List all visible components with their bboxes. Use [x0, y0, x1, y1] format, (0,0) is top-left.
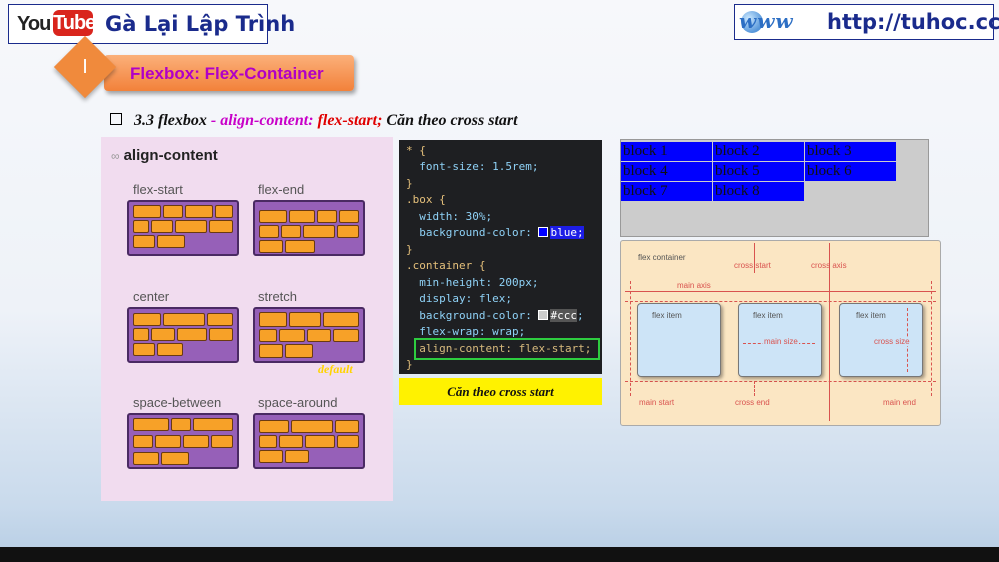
flex-item-1: flex item	[637, 303, 721, 377]
box-flex-end	[253, 200, 365, 256]
demo-block: block 2	[713, 142, 804, 161]
code-line-5: width: 30%;	[406, 210, 493, 223]
code-line-11: background-color: #ccc;	[406, 309, 584, 322]
slide-subtitle: 3.3 flexbox - align-content: flex-start;…	[110, 112, 518, 130]
flex-container-demo: block 1 block 2 block 3 block 4 block 5 …	[620, 139, 929, 237]
flex-item-label: flex item	[856, 311, 886, 320]
diagram-main-end-label: main end	[883, 398, 916, 407]
demo-block: block 3	[805, 142, 896, 161]
ccc-swatch-icon	[538, 310, 549, 320]
main-start-dashed	[625, 301, 936, 302]
flex-item-label: flex item	[652, 311, 682, 320]
box-stretch	[253, 307, 365, 363]
main-end-line	[931, 281, 932, 396]
blue-value: blue;	[550, 226, 584, 239]
main-start-line	[630, 281, 631, 396]
caption-banner: Căn theo cross start	[399, 378, 602, 405]
box-center	[127, 307, 239, 363]
code-line-6-text: background-color:	[406, 226, 539, 239]
code-line-3: }	[406, 177, 413, 190]
globe-icon	[741, 11, 763, 33]
demo-block: block 5	[713, 162, 804, 181]
section-pill	[104, 55, 354, 91]
checkbox-bullet-icon	[110, 113, 122, 125]
label-flex-start: flex-start	[133, 182, 183, 197]
main-axis-line	[625, 291, 936, 292]
demo-block: block 8	[713, 182, 804, 201]
code-line-1: * {	[406, 144, 426, 157]
website-url: http://tuhoc.cc	[827, 10, 999, 34]
demo-block: block 1	[621, 142, 712, 161]
demo-block: block 4	[621, 162, 712, 181]
cross-start-line	[754, 243, 755, 273]
align-content-illustration: ∞align-content flex-start flex-end cente…	[101, 137, 393, 501]
flex-item-label: flex item	[753, 311, 783, 320]
diagram-main-start-label: main start	[639, 398, 675, 407]
illustration-title: ∞align-content	[111, 147, 218, 164]
subtitle-part-2: - align-content:	[206, 112, 318, 129]
link-icon: ∞	[111, 149, 120, 163]
code-line-9: min-height: 200px;	[406, 276, 539, 289]
youtube-logo-you: You	[17, 13, 51, 35]
blue-swatch-icon	[538, 227, 549, 237]
www-logo: www	[739, 9, 794, 33]
bottom-bar	[0, 547, 999, 562]
diagram-cross-axis-label: cross axis	[811, 261, 847, 270]
label-space-between: space-between	[133, 395, 222, 410]
illustration-title-text: align-content	[123, 147, 218, 164]
label-space-around: space-around	[258, 395, 338, 410]
code-line-14: }	[406, 358, 413, 371]
cross-end-tick	[754, 381, 755, 396]
diagram-main-axis-label: main axis	[677, 281, 711, 290]
ccc-value: #ccc	[550, 309, 577, 322]
box-space-between	[127, 413, 239, 469]
youtube-logo-tube: Tube	[53, 10, 96, 36]
diagram-cross-start-label: cross start	[734, 261, 771, 270]
cross-axis-line	[829, 243, 830, 421]
label-center: center	[133, 289, 170, 304]
code-line-7: }	[406, 243, 413, 256]
main-end-dashed	[625, 381, 936, 382]
diagram-cross-end-label: cross end	[735, 398, 770, 407]
cross-size-label: cross size	[873, 337, 911, 346]
ccc-suffix: ;	[576, 309, 584, 322]
label-flex-end: flex-end	[258, 182, 305, 197]
flex-item-3: flex item cross size	[839, 303, 923, 377]
demo-block: block 7	[621, 182, 712, 201]
channel-header: You Tube Gà Lại Lập Trình	[8, 4, 295, 44]
flexbox-axes-diagram: flex container cross start cross axis ma…	[620, 240, 941, 426]
code-line-8: .container {	[406, 259, 486, 272]
demo-block: block 6	[805, 162, 896, 181]
section-title: Flexbox: Flex-Container	[130, 64, 324, 83]
box-space-around	[253, 413, 365, 469]
brand-name: Gà Lại Lập Trình	[105, 12, 296, 36]
diagram-flex-container-label: flex container	[638, 253, 686, 262]
code-line-11-text: background-color:	[406, 309, 539, 322]
code-line-12: flex-wrap: wrap;	[406, 325, 526, 338]
code-line-13: align-content: flex-start;	[406, 342, 592, 355]
css-code-panel: * { font-size: 1.5rem; } .box { width: 3…	[399, 140, 602, 374]
main-size-label: main size	[763, 337, 799, 346]
code-line-10: display: flex;	[406, 292, 512, 305]
code-line-2: font-size: 1.5rem;	[406, 160, 539, 173]
flex-item-2: flex item main size	[738, 303, 822, 377]
subtitle-part-3: flex-start;	[317, 112, 383, 129]
subtitle-part-1: 3.3 flexbox	[134, 112, 207, 129]
website-header: www http://tuhoc.cc	[734, 4, 999, 40]
label-stretch: stretch	[258, 289, 298, 304]
subtitle-part-4: Căn theo cross start	[382, 112, 518, 129]
box-flex-start	[127, 200, 239, 256]
default-tag: default	[318, 362, 353, 376]
highlighted-line-box	[414, 338, 600, 360]
section-number: I	[82, 56, 88, 78]
code-line-4: .box {	[406, 193, 446, 206]
code-line-6: background-color: blue;	[406, 226, 584, 239]
